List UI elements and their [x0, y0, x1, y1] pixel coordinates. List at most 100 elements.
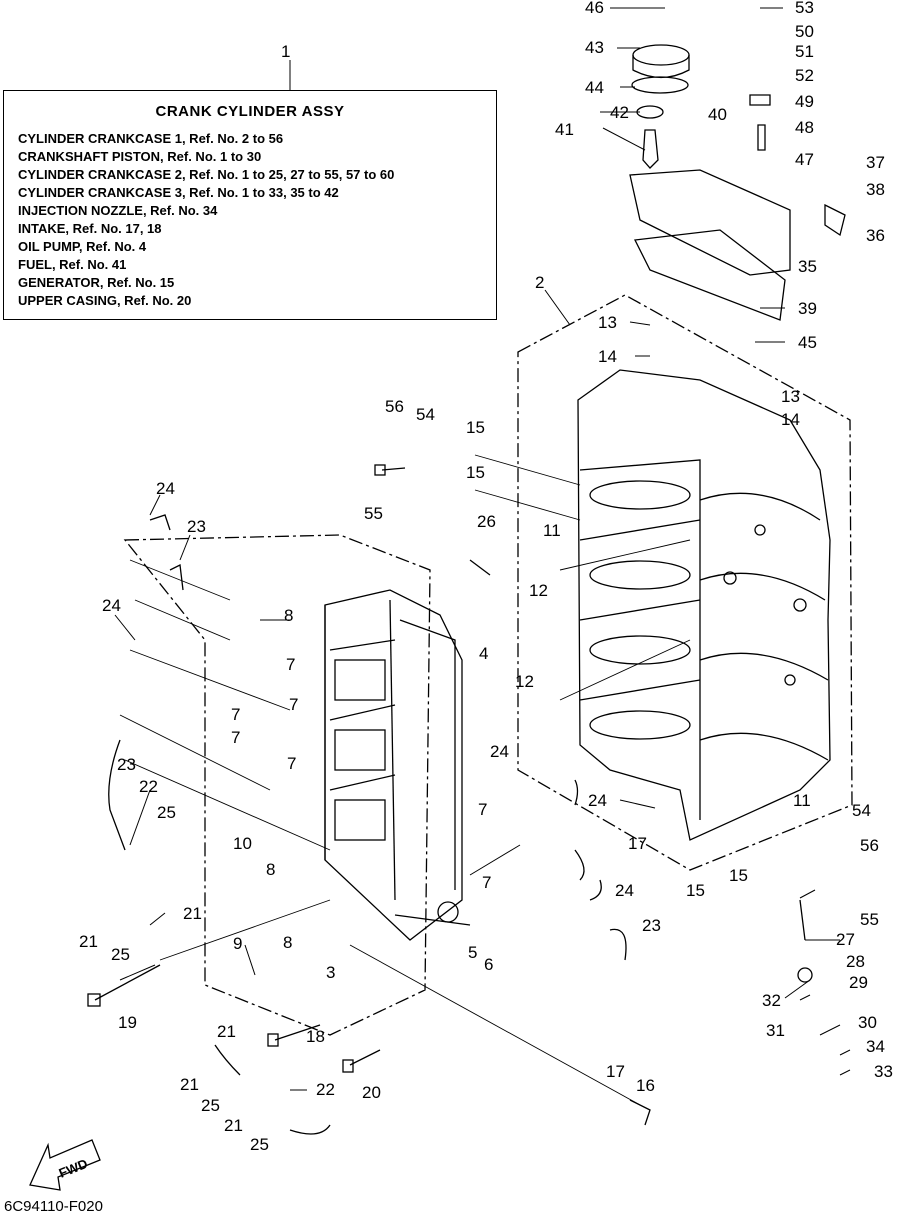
diagram-code: 6C94110-F020	[4, 1198, 103, 1215]
title-box-line: INJECTION NOZZLE, Ref. No. 34	[18, 203, 218, 218]
callout: 21	[183, 904, 202, 923]
callout: 26	[477, 512, 496, 531]
callout: 39	[798, 299, 817, 318]
callout: 3	[326, 963, 335, 982]
callout: 5	[468, 943, 477, 962]
callout: 28	[846, 952, 865, 971]
callout: 24	[588, 791, 607, 810]
callout: 15	[466, 418, 485, 437]
callout: 52	[795, 66, 814, 85]
callout: 22	[139, 777, 158, 796]
title-box: CRANK CYLINDER ASSY CYLINDER CRANKCASE 1…	[3, 90, 497, 320]
callout: 23	[642, 916, 661, 935]
callout: 2	[535, 273, 544, 292]
callout: 48	[795, 118, 814, 137]
callout: 56	[860, 836, 879, 855]
title-box-line: CYLINDER CRANKCASE 1, Ref. No. 2 to 56	[18, 131, 284, 146]
title-box-line: FUEL, Ref. No. 41	[18, 257, 127, 272]
callout: 27	[836, 930, 855, 949]
title-box-heading: CRANK CYLINDER ASSY	[155, 103, 345, 120]
callout: 16	[636, 1076, 655, 1095]
callout: 6	[484, 955, 493, 974]
callout: 7	[289, 695, 298, 714]
callout: 11	[793, 791, 811, 810]
callout: 37	[866, 153, 885, 172]
callout: 17	[606, 1062, 625, 1081]
callout: 41	[555, 120, 574, 139]
callout: 25	[157, 803, 176, 822]
cylinder-frame	[123, 534, 431, 1036]
callout: 14	[781, 410, 800, 429]
callout: 4	[479, 644, 488, 663]
callout: 9	[233, 934, 242, 953]
callout: 56	[385, 397, 404, 416]
title-box-number: 1	[281, 42, 291, 61]
callout: 21	[79, 932, 98, 951]
top-cover-assembly	[629, 44, 846, 321]
callout: 7	[231, 705, 240, 724]
callout: 46	[585, 0, 604, 17]
callout: 8	[284, 606, 293, 625]
callout: 36	[866, 226, 885, 245]
callout: 21	[224, 1116, 243, 1135]
callout: 17	[628, 834, 647, 853]
callout: 21	[217, 1022, 236, 1041]
callout: 7	[287, 754, 296, 773]
callout: 12	[515, 672, 534, 691]
callout: 25	[250, 1135, 269, 1154]
title-box-line: INTAKE, Ref. No. 17, 18	[18, 221, 162, 236]
callout: 8	[266, 860, 275, 879]
callout: 14	[598, 347, 617, 366]
callout: 51	[795, 42, 814, 61]
callout: 31	[766, 1021, 785, 1040]
callout: 30	[858, 1013, 877, 1032]
fwd-label: FWD	[57, 1156, 90, 1181]
callout: 54	[852, 801, 871, 820]
callout: 13	[598, 313, 617, 332]
callout: 8	[283, 933, 292, 952]
callout: 53	[795, 0, 814, 17]
callout: 45	[798, 333, 817, 352]
callout-numbers: 46 53 50 43 51 52 44 49 42 41 40 48 47 3…	[79, 0, 893, 1154]
callout: 12	[529, 581, 548, 600]
callout: 11	[543, 521, 561, 540]
callout: 20	[362, 1083, 381, 1102]
callout: 25	[111, 945, 130, 964]
title-box-line: CYLINDER CRANKCASE 3, Ref. No. 1 to 33, …	[18, 185, 339, 200]
callout: 24	[490, 742, 509, 761]
callout: 7	[478, 800, 487, 819]
title-box-line: OIL PUMP, Ref. No. 4	[18, 239, 147, 254]
callout: 24	[615, 881, 634, 900]
callout: 10	[233, 834, 252, 853]
callout: 55	[860, 910, 879, 929]
callout: 19	[118, 1013, 137, 1032]
fwd-arrow	[29, 1139, 101, 1191]
callout: 23	[117, 755, 136, 774]
callout: 7	[286, 655, 295, 674]
callout: 38	[866, 180, 885, 199]
callout: 15	[466, 463, 485, 482]
callout: 54	[416, 405, 435, 424]
crankcase-block	[577, 369, 831, 841]
callout: 15	[729, 866, 748, 885]
callout: 44	[585, 78, 604, 97]
callout: 32	[762, 991, 781, 1010]
callout: 23	[187, 517, 206, 536]
callout: 50	[795, 22, 814, 41]
callout: 18	[306, 1027, 325, 1046]
callout: 24	[102, 596, 121, 615]
title-box-line: CYLINDER CRANKCASE 2, Ref. No. 1 to 25, …	[18, 167, 395, 182]
callout: 42	[610, 103, 629, 122]
bolts	[87, 464, 813, 1073]
callout: 43	[585, 38, 604, 57]
callout: 25	[201, 1096, 220, 1115]
callout: 55	[364, 504, 383, 523]
callout: 21	[180, 1075, 199, 1094]
callout: 24	[156, 479, 175, 498]
callout: 22	[316, 1080, 335, 1099]
leader-lines	[114, 7, 851, 1091]
crankcase-frame	[517, 294, 853, 871]
title-box-line: UPPER CASING, Ref. No. 20	[18, 293, 192, 308]
